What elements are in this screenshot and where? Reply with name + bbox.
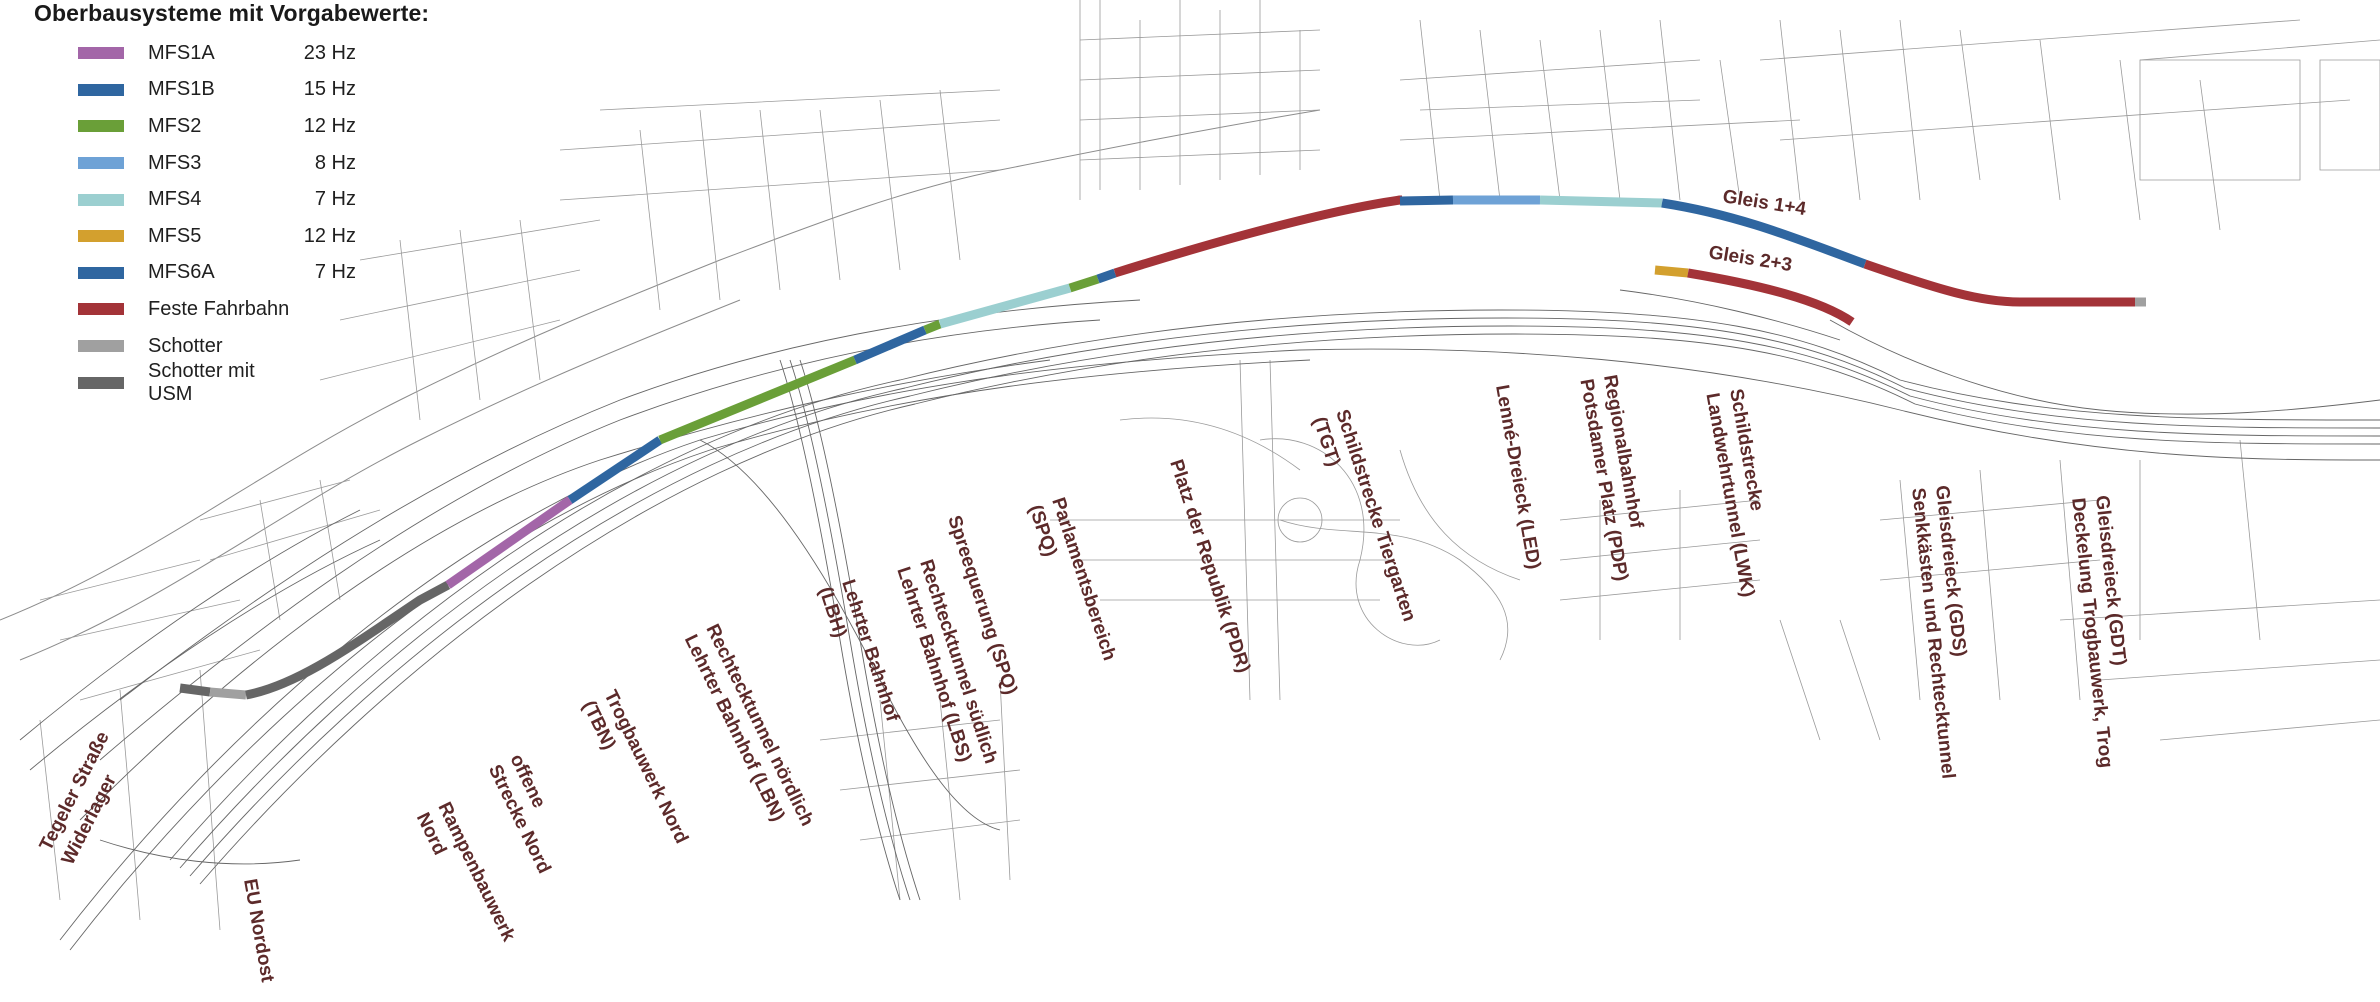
- legend-swatch: [78, 230, 124, 243]
- section-label-eu-nordost: EU Nordost: [239, 877, 278, 984]
- section-labels: Tegeler Straße Widerlager EU Nordost Ram…: [36, 373, 2130, 984]
- section-label-lehrter-bahnhof-1: Lehrter Bahnhof: [837, 577, 903, 725]
- segment-schotter: [209, 687, 247, 700]
- section-label-trogbauwerk-nord-1: Trogbauwerk Nord: [600, 687, 692, 847]
- legend-label: MFS4: [148, 188, 202, 211]
- legend-title: Oberbausysteme mit Vorgabewerte:: [34, 0, 430, 26]
- segment-mfs1b: [567, 436, 663, 504]
- legend-swatch: [78, 193, 124, 206]
- legend-label: Schotter mit USM: [148, 359, 255, 405]
- legend-item: Schotter: [34, 328, 514, 365]
- legend-frequency: 12 Hz: [303, 114, 356, 137]
- basemap: [0, 0, 2380, 951]
- legend-frequency: 23 Hz: [303, 41, 356, 64]
- segment-mfs1b-b: [853, 325, 927, 365]
- segment-mfs1b-c: [1399, 195, 1454, 206]
- gleis-2-3-label: Gleis 2+3: [1707, 242, 1793, 276]
- legend-swatch: [78, 340, 124, 353]
- segment-mfs5-gleis23: [1654, 265, 1689, 278]
- legend-swatch: [78, 120, 124, 133]
- segment-mfs2-a: [658, 355, 857, 445]
- legend-label: Schotter: [148, 334, 223, 357]
- legend-item: MFS5 12 Hz: [34, 218, 514, 255]
- segment-schotter-usm-1: [179, 683, 211, 697]
- segment-mfs1b-gleis14: [1661, 198, 1867, 269]
- legend-swatch: [78, 303, 124, 316]
- legend-item: MFS4 7 Hz: [34, 181, 514, 218]
- legend-swatch: [78, 83, 124, 96]
- legend-item: MFS2 12 Hz: [34, 108, 514, 145]
- legend-label: MFS6A: [148, 261, 215, 284]
- segment-feste-fahrbahn-1: [1113, 195, 1402, 278]
- legend-label: MFS1B: [148, 78, 215, 101]
- legend-label: MFS5: [148, 224, 202, 247]
- section-label-platz-der-republik: Platz der Republik (PDR): [1165, 457, 1254, 675]
- legend-frequency: 8 Hz: [314, 151, 356, 174]
- legend-label: MFS3: [148, 151, 202, 174]
- segment-mfs2-b: [923, 319, 942, 335]
- legend: Oberbausysteme mit Vorgabewerte: MFS1A 23…: [34, 0, 514, 405]
- legend-item: MFS6A 7 Hz: [34, 255, 514, 292]
- legend-item: Schotter mit USM: [34, 360, 514, 405]
- legend-frequency: 7 Hz: [314, 188, 356, 211]
- legend-frequency: 15 Hz: [303, 78, 356, 101]
- legend-item: MFS1B 15 Hz: [34, 72, 514, 109]
- legend-item: MFS3 8 Hz: [34, 145, 514, 182]
- legend-swatch: [78, 157, 124, 170]
- section-label-lenne-dreieck: Lenné-Dreieck (LED): [1491, 383, 1544, 571]
- section-label-rampenbauwerk-nord-1: Rampenbauwerk: [434, 799, 520, 945]
- segment-mfs4-a: [938, 283, 1072, 329]
- segment-mfs6a: [1096, 268, 1117, 284]
- segment-mfs1a: [445, 496, 573, 589]
- legend-swatch: [78, 47, 124, 60]
- legend-frequency: 12 Hz: [303, 224, 356, 247]
- track-alignment: [179, 195, 2146, 700]
- segment-mfs2-c: [1068, 274, 1100, 293]
- segment-schotter-usm-2: [245, 581, 451, 700]
- legend-frequency: 7 Hz: [314, 261, 356, 284]
- segment-feste-fahrbahn-gleis14: [1863, 259, 2135, 307]
- segment-feste-fahrbahn-gleis23: [1687, 268, 1855, 326]
- legend-swatch: [78, 376, 124, 389]
- section-label-tiergarten-1: Schildstrecke Tiergarten: [1331, 407, 1419, 624]
- legend-label: Feste Fahrbahn: [148, 297, 290, 320]
- legend-label: MFS1A: [148, 41, 215, 64]
- segment-mfs4-b: [1539, 195, 1663, 208]
- legend-label: MFS2: [148, 114, 202, 137]
- legend-item: Feste Fahrbahn: [34, 291, 514, 328]
- legend-swatch: [78, 266, 124, 279]
- legend-item: MFS1A 23 Hz: [34, 35, 514, 72]
